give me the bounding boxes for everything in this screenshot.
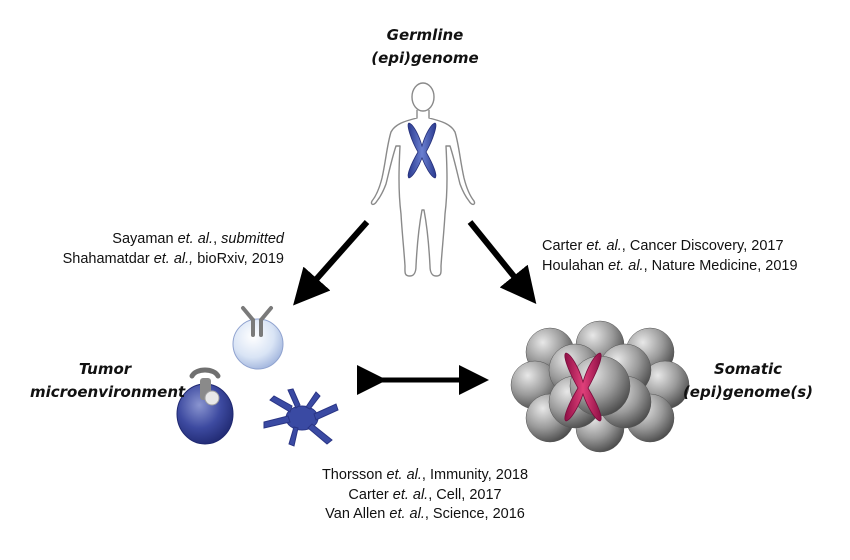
tumor-cell-cluster-icon [510,320,690,453]
immune-cells-icon [176,306,339,447]
reference-line: Carter et. al., Cell, 2017 [348,486,502,503]
reference-line: Shahamatdar et. al., bioRxiv, 2019 [62,250,284,267]
antibody-icon [241,306,273,337]
references-right: Carter et. al., Cancer Discovery, 2017 H… [542,237,798,276]
arrow-germline-to-somatic [467,220,537,304]
tumor-label-line1: Tumor [78,360,132,378]
references-left: Sayaman et. al., submitted Shahamatdar e… [63,230,284,269]
human-body-outline-icon [370,82,476,277]
reference-line: Van Allen et. al., Science, 2016 [325,506,525,522]
germline-chromosome-icon [407,122,437,179]
germline-label: Germline (epi)genome [360,24,490,70]
reference-line: Sayaman et. al., submitted [112,231,284,247]
germline-label-line1: Germline [386,26,464,44]
reference-line: Thorsson et. al., Immunity, 2018 [321,467,529,483]
references-bottom: Thorsson et. al., Immunity, 2018 Carter … [270,466,580,525]
reference-line: Carter et. al., Cancer Discovery, 2017 [542,238,784,254]
somatic-label: Somatic (epi)genome(s) [678,358,818,404]
somatic-label-line1: Somatic [713,360,783,378]
dendritic-cell-icon [263,388,339,447]
somatic-chromosome-icon [564,352,602,422]
receptor-icon [189,367,221,406]
reference-line: Houlahan et. al., Nature Medicine, 2019 [542,257,798,274]
tumor-label-line2: microenvironment [30,383,186,401]
germline-label-line2: (epi)genome [371,49,479,67]
arrow-germline-to-tumor [293,220,370,306]
tumor-label: Tumor microenvironment [30,358,186,404]
somatic-label-line2: (epi)genome(s) [682,383,814,401]
